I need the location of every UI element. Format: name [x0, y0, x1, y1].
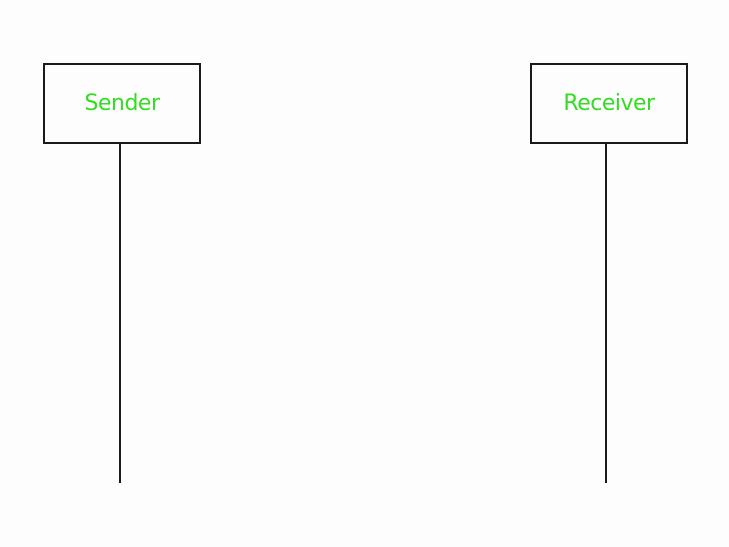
receiver-box: Receiver — [530, 63, 688, 144]
sender-lifeline — [119, 142, 121, 483]
sender-box: Sender — [43, 63, 201, 144]
sender-label: Sender — [84, 91, 161, 116]
receiver-label: Receiver — [563, 91, 655, 116]
receiver-lifeline — [605, 142, 607, 483]
